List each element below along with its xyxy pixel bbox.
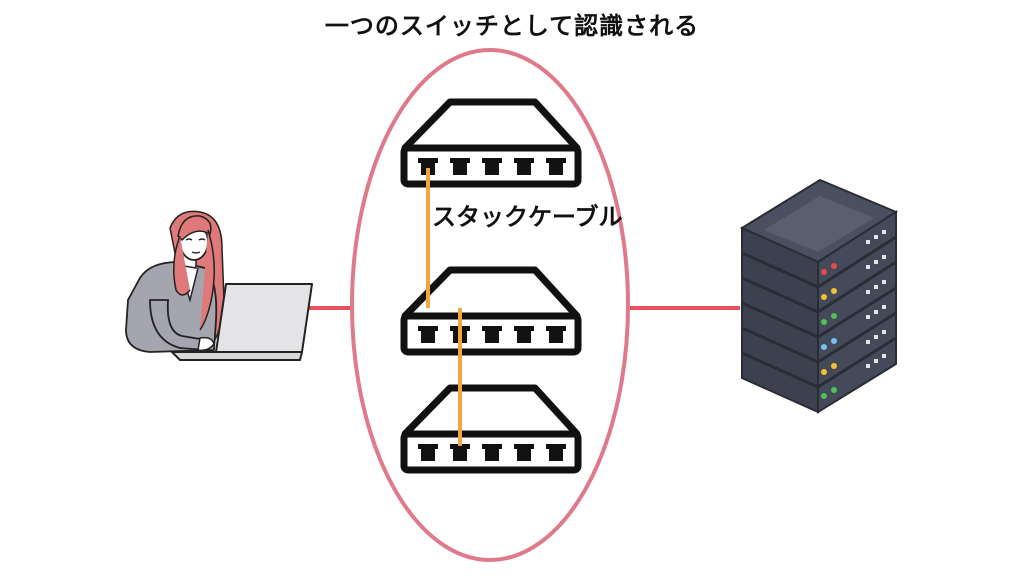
switch-1-icon <box>400 98 582 188</box>
stack-group-ellipse <box>350 48 630 562</box>
server-led-group <box>821 263 837 399</box>
woman-with-laptop-icon <box>125 210 313 361</box>
stack-cable-label: スタックケーブル <box>432 203 623 231</box>
switch-2-icon <box>400 266 582 356</box>
diagram-title: 一つのスイッチとして認識される <box>324 12 700 40</box>
server-rack-icon <box>739 178 899 414</box>
switch-3-icon <box>400 384 582 474</box>
